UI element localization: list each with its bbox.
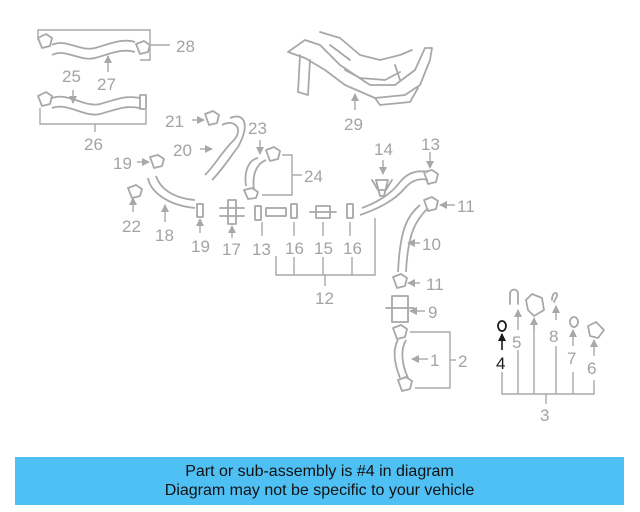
connector-15 (309, 205, 337, 219)
part-6-sensor (587, 321, 605, 339)
label-1: 1 (430, 351, 439, 370)
hose-upper (359, 170, 429, 216)
fitting-16-right (346, 203, 354, 219)
label-8: 8 (549, 327, 558, 346)
banner-line-1: Part or sub-assembly is #4 in diagram (185, 463, 454, 480)
label-5: 5 (512, 333, 521, 352)
hose-27 (51, 39, 136, 60)
label-9: 9 (428, 303, 437, 322)
label-7: 7 (567, 349, 576, 368)
fitting-25 (139, 94, 147, 110)
label-10: 10 (422, 235, 441, 254)
label-27: 27 (97, 75, 116, 94)
part-5-clip (509, 288, 519, 305)
hose-1 (393, 339, 409, 379)
hose-18 (147, 175, 196, 209)
label-3: 3 (540, 406, 549, 425)
part-28-27-group (37, 29, 170, 72)
pipe-13 (265, 207, 287, 217)
label-12: 12 (315, 289, 334, 308)
label-24: 24 (304, 167, 323, 186)
label-13-bottom: 13 (252, 240, 271, 259)
info-banner: Part or sub-assembly is #4 in diagram Di… (15, 457, 624, 505)
part-12-group (219, 199, 376, 286)
label-16-right: 16 (343, 239, 362, 258)
tee-17 (219, 199, 245, 225)
clamp-24-top (265, 146, 281, 162)
label-19-bottom: 19 (191, 237, 210, 256)
label-26: 26 (84, 135, 103, 154)
clamp-21 (204, 110, 220, 126)
hose-23 (244, 157, 267, 191)
part-1-2-9-group (385, 273, 456, 392)
connector-9 (385, 295, 415, 323)
part-4-oring (497, 320, 507, 332)
label-18: 18 (155, 226, 174, 245)
label-28: 28 (176, 37, 195, 56)
hose-25 (51, 95, 141, 116)
label-16-left: 16 (285, 239, 304, 258)
part-8-clip (551, 292, 558, 303)
fitting-19 (196, 203, 204, 218)
clamp-22 (127, 184, 143, 199)
fitting-16-left (290, 203, 298, 219)
clamp-13 (423, 169, 439, 185)
clamp-1-upper (392, 324, 408, 340)
clamp-19 (149, 154, 165, 169)
part-20-21-23-24-group (192, 110, 302, 200)
label-13-top: 13 (421, 135, 440, 154)
frame-29 (287, 31, 433, 110)
label-23: 23 (248, 119, 267, 138)
label-4: 4 (496, 354, 505, 373)
part-5-sensor (525, 293, 545, 317)
label-29: 29 (344, 115, 363, 134)
label-20: 20 (173, 141, 192, 160)
label-25: 25 (62, 67, 81, 86)
fitting-13 (254, 205, 262, 221)
parts-diagram: 28 27 25 26 29 21 20 23 24 (37, 29, 605, 425)
label-11-upper: 11 (457, 197, 475, 216)
clamp-28-left (37, 33, 53, 49)
clamp-11-lower (392, 273, 408, 289)
label-15: 15 (314, 239, 333, 258)
banner-line-2: Diagram may not be specific to your vehi… (164, 482, 475, 499)
label-21: 21 (165, 112, 184, 131)
clamp-24-bottom (243, 187, 259, 200)
label-11-lower: 11 (426, 275, 444, 294)
label-22: 22 (122, 217, 141, 236)
hose-20 (204, 115, 246, 181)
clamp-1-lower (397, 376, 413, 392)
label-6: 6 (587, 359, 596, 378)
hose-10 (397, 204, 429, 273)
label-2: 2 (458, 352, 467, 371)
label-17: 17 (222, 240, 241, 259)
part-10-14-group (359, 152, 455, 273)
part-3-group (497, 288, 605, 404)
clamp-25 (37, 91, 53, 107)
part-18-19-22-group (127, 154, 204, 233)
clamp-28-right (135, 40, 151, 55)
part-25-26-group (37, 90, 147, 132)
label-19-top: 19 (113, 154, 132, 173)
part-7-oring (569, 316, 579, 328)
label-14: 14 (374, 140, 393, 159)
